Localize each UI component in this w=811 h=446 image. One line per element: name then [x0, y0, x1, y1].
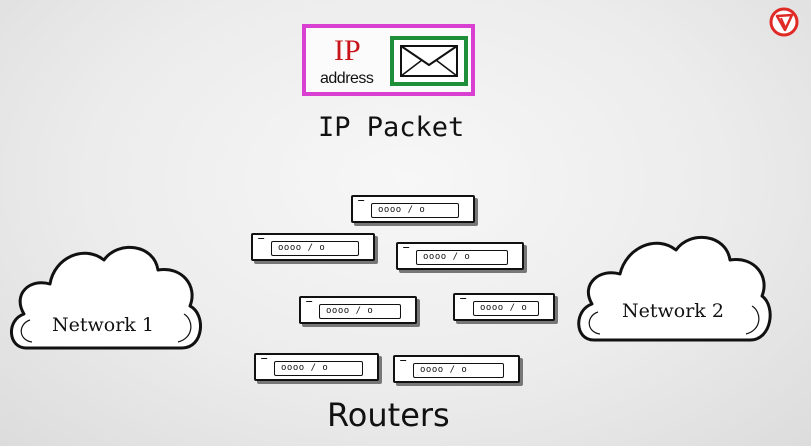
router-panel-text: oooo / o [420, 365, 468, 375]
router-icon: oooo / o [393, 355, 520, 383]
network-1-cloud: Network 1 [6, 236, 206, 358]
ip-label: IP [334, 34, 361, 67]
network-1-label: Network 1 [52, 314, 154, 336]
ip-packet: IP address [302, 24, 475, 96]
cloud-icon [577, 235, 772, 342]
router-panel-text: oooo / o [281, 363, 329, 373]
router-icon: oooo / o [351, 195, 475, 223]
router-icon: oooo / o [299, 296, 417, 324]
cloud-icon [10, 245, 202, 350]
router-icon: oooo / o [453, 293, 555, 321]
address-label: address [320, 70, 374, 87]
envelope-icon [400, 45, 458, 77]
routers-caption: Routers [327, 396, 450, 434]
router-panel-text: oooo / o [423, 252, 471, 262]
router-icon: oooo / o [396, 242, 524, 270]
router-panel-text: oooo / o [326, 306, 374, 316]
router-icon: oooo / o [254, 353, 379, 381]
ip-packet-caption: IP Packet [318, 112, 465, 143]
router-panel-text: oooo / o [278, 243, 326, 253]
router-icon: oooo / o [251, 233, 375, 261]
router-panel-text: oooo / o [378, 205, 426, 215]
brand-logo-icon [769, 7, 799, 37]
payload-box [390, 36, 468, 86]
network-2-cloud: Network 2 [572, 226, 774, 350]
network-2-label: Network 2 [622, 300, 724, 322]
router-panel-text: oooo / o [480, 303, 528, 313]
